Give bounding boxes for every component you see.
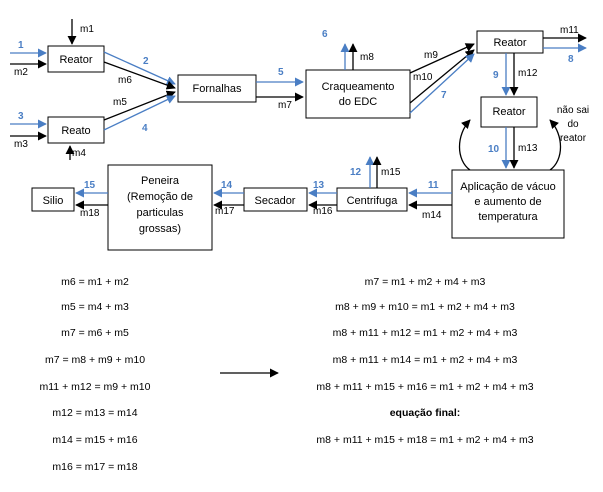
arrow-stream-4 [103, 95, 176, 131]
box-reator-1-label: Reator [59, 54, 92, 66]
stream-label-5: 5 [278, 67, 284, 78]
stream-label-1: 1 [18, 40, 24, 51]
box-reator-4: Reator [480, 96, 538, 128]
side-note-line3: reator [560, 133, 587, 144]
mass-label-m14: m14 [422, 210, 442, 221]
box-peneira-line3: particulas [136, 207, 184, 219]
mass-label-m6: m6 [118, 75, 132, 86]
stream-label-3: 3 [18, 111, 24, 122]
box-peneira: Peneira (Remoção de particulas grossas) [107, 164, 213, 251]
mass-label-m11: m11 [560, 25, 579, 36]
equation-right-3: m8 + m11 + m12 = m1 + m2 + m4 + m3 [332, 327, 518, 339]
arrow-m5 [103, 90, 176, 121]
mass-label-m13: m13 [518, 143, 538, 154]
recirculation-right-arrow [549, 119, 562, 171]
equation-right-1: m7 = m1 + m2 + m4 + m3 [364, 276, 486, 288]
box-aplicacao-line1: Aplicação de vácuo [460, 181, 555, 193]
mass-label-m15: m15 [381, 167, 401, 178]
recirculation-left-arrow [458, 119, 471, 171]
side-note-line2: do [567, 119, 579, 130]
mass-label-m1: m1 [80, 24, 94, 35]
box-centrifuga-label: Centrifuga [347, 195, 399, 207]
box-fornalhas-label: Fornalhas [193, 83, 242, 95]
box-peneira-line1: Peneira [141, 175, 180, 187]
equation-left-5: m11 + m12 = m9 + m10 [39, 381, 151, 393]
mass-label-m3: m3 [14, 139, 28, 150]
box-aplicacao-line2: e aumento de [474, 196, 541, 208]
box-silo: Silio [31, 187, 75, 212]
mass-label-m10: m10 [413, 72, 433, 83]
box-aplicacao-line3: temperatura [478, 211, 538, 223]
equation-left-6: m12 = m13 = m14 [52, 407, 138, 419]
stream-label-7: 7 [441, 90, 447, 101]
box-centrifuga: Centrifuga [336, 187, 408, 212]
box-reato-2: Reato [47, 116, 105, 144]
equation-left-7: m14 = m15 + m16 [52, 434, 138, 446]
stream-label-6: 6 [322, 29, 328, 40]
box-peneira-line4: grossas) [139, 223, 181, 235]
mass-label-m4: m4 [72, 148, 86, 159]
side-note-line1: não sai [557, 105, 589, 116]
final-equation: m8 + m11 + m15 + m18 = m1 + m2 + m4 + m3 [316, 434, 534, 446]
box-silo-label: Silio [43, 195, 64, 207]
mass-label-m16: m16 [313, 206, 333, 217]
stream-label-4: 4 [142, 123, 148, 134]
arrow-m9 [409, 43, 475, 74]
mass-label-m7: m7 [278, 100, 292, 111]
arrow-stream-2 [103, 51, 176, 85]
final-equation-label: equação final: [389, 407, 461, 419]
stream-label-12: 12 [350, 167, 362, 178]
mass-label-m2: m2 [14, 67, 28, 78]
mass-label-m9: m9 [424, 50, 438, 61]
stream-label-2: 2 [143, 56, 149, 67]
stream-label-10: 10 [488, 144, 500, 155]
equation-left-8: m16 = m17 = m18 [52, 461, 138, 473]
box-reator-1: Reator [47, 45, 105, 73]
box-secador: Secador [243, 187, 308, 212]
box-secador-label: Secador [255, 195, 296, 207]
arrow-stream-7 [409, 53, 475, 114]
box-aplicacao: Aplicação de vácuo e aumento de temperat… [451, 169, 565, 239]
equation-left-3: m7 = m6 + m5 [61, 327, 129, 339]
equation-left-4: m7 = m8 + m9 + m10 [44, 354, 146, 366]
box-craqueamento: Craqueamento do EDC [305, 69, 411, 119]
stream-label-9: 9 [493, 70, 499, 81]
mass-label-m18: m18 [80, 208, 100, 219]
box-peneira-line2: (Remoção de [127, 191, 193, 203]
box-craqueamento-line2: do EDC [339, 96, 378, 108]
box-reator-4-label: Reator [492, 106, 525, 118]
stream-label-13: 13 [313, 180, 325, 191]
equation-right-5: m8 + m11 + m15 + m16 = m1 + m2 + m4 + m3 [316, 381, 534, 393]
box-craqueamento-line1: Craqueamento [322, 81, 395, 93]
arrow-m10 [409, 49, 475, 104]
box-reato-2-label: Reato [61, 125, 90, 137]
box-reator-3-label: Reator [493, 37, 526, 49]
mass-label-m8: m8 [360, 52, 374, 63]
stream-label-8: 8 [568, 54, 574, 65]
equation-right-4: m8 + m11 + m14 = m1 + m2 + m4 + m3 [332, 354, 518, 366]
box-fornalhas: Fornalhas [177, 74, 257, 103]
stream-label-14: 14 [221, 180, 233, 191]
stream-label-15: 15 [84, 180, 96, 191]
equation-right-2: m8 + m9 + m10 = m1 + m2 + m4 + m3 [335, 301, 515, 313]
equation-left-1: m6 = m1 + m2 [61, 276, 129, 288]
equation-left-2: m5 = m4 + m3 [61, 301, 129, 313]
mass-label-m17: m17 [215, 206, 235, 217]
mass-label-m5: m5 [113, 97, 127, 108]
box-reator-3: Reator [476, 30, 544, 54]
mass-label-m12: m12 [518, 68, 538, 79]
stream-label-11: 11 [428, 180, 439, 191]
arrow-m6 [103, 61, 176, 90]
